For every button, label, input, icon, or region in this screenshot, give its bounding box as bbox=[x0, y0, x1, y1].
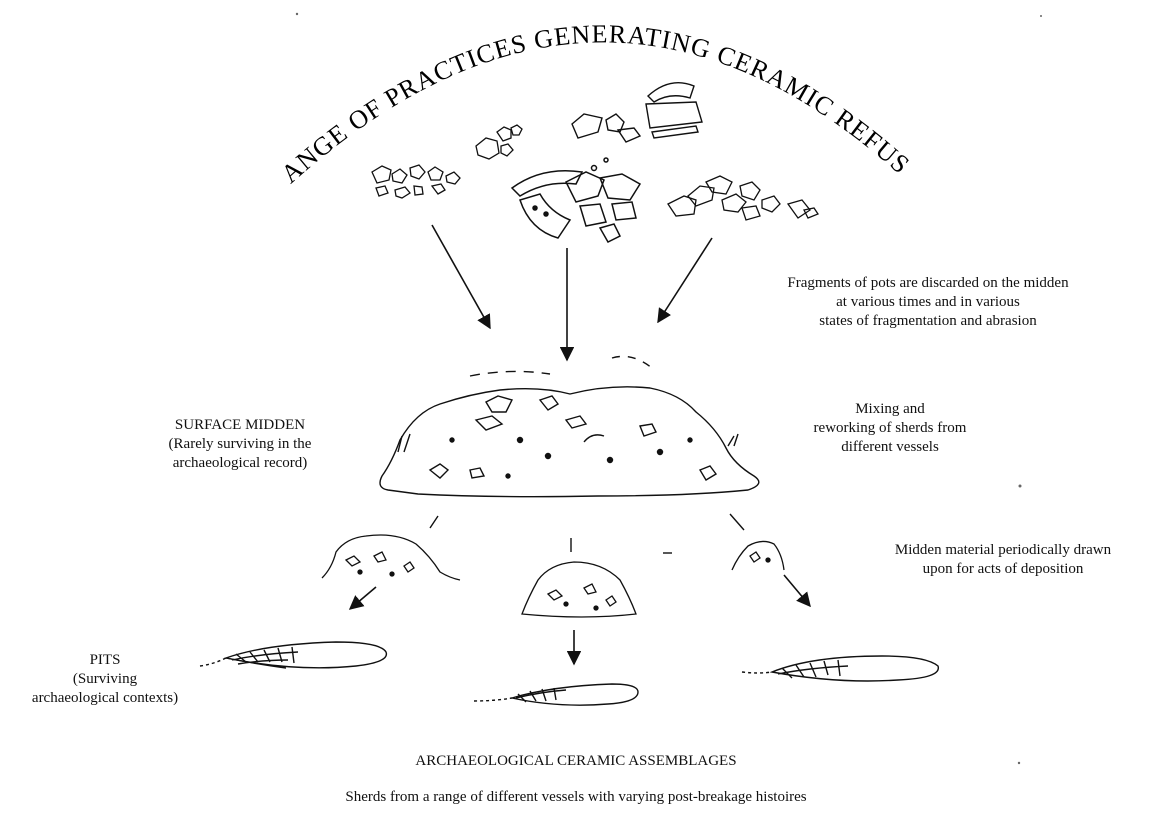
assemblages-heading-text: ARCHAEOLOGICAL CERAMIC ASSEMBLAGES bbox=[415, 753, 737, 769]
pits-note-2: archaeological contexts) bbox=[31, 690, 179, 706]
drawn-upon-line-2: upon for acts of deposition bbox=[922, 561, 1084, 577]
sherds-note: Sherds from a range of different vessels… bbox=[276, 788, 876, 807]
surface-midden-note-2: archaeological record) bbox=[172, 455, 308, 471]
sherds-note-text: Sherds from a range of different vessels… bbox=[345, 789, 807, 805]
drawn-upon-line-1: Midden material periodically drawn bbox=[894, 542, 1112, 558]
discard-note-line-3: states of fragmentation and abrasion bbox=[819, 313, 1037, 329]
arrow-right-to-midden bbox=[657, 237, 713, 324]
dash-left bbox=[429, 515, 439, 529]
sherd-group-right bbox=[667, 175, 819, 221]
discard-note-line-2: at various times and in various bbox=[836, 294, 1020, 310]
small-mound-left bbox=[321, 534, 461, 581]
surface-midden-title: SURFACE MIDDEN bbox=[174, 417, 306, 433]
small-mound-right bbox=[731, 540, 785, 571]
drawn-upon-note: Midden material periodically drawn upon … bbox=[858, 541, 1148, 579]
pits-label: PITS (Surviving archaeological contexts) bbox=[5, 651, 205, 708]
discard-note-line-1: Fragments of pots are discarded on the m… bbox=[787, 275, 1069, 291]
surface-midden-mound bbox=[379, 355, 760, 498]
arrow-left-to-midden bbox=[431, 224, 491, 330]
pits-note-1: (Surviving bbox=[72, 671, 138, 687]
diagram-title: RANGE OF PRACTICES GENERATING CERAMIC RE… bbox=[0, 0, 916, 189]
surface-midden-label: SURFACE MIDDEN (Rarely surviving in the … bbox=[118, 416, 362, 473]
small-mound-centre bbox=[521, 561, 637, 618]
pit-left bbox=[199, 641, 388, 669]
mixing-note-line-3: different vessels bbox=[841, 439, 939, 455]
dash-right bbox=[729, 513, 745, 531]
mixing-note: Mixing and reworking of sherds from diff… bbox=[800, 400, 980, 457]
pit-right bbox=[741, 655, 939, 682]
surface-midden-note-1: (Rarely surviving in the bbox=[168, 436, 312, 452]
sherd-group-left bbox=[371, 164, 461, 199]
assemblages-heading: ARCHAEOLOGICAL CERAMIC ASSEMBLAGES bbox=[376, 752, 776, 771]
pot-fragment-top bbox=[571, 82, 703, 143]
discard-note: Fragments of pots are discarded on the m… bbox=[728, 274, 1128, 331]
mixing-note-line-1: Mixing and bbox=[855, 401, 925, 417]
pot-fragment-centre bbox=[510, 157, 642, 243]
pits-title: PITS bbox=[89, 652, 121, 668]
arrow-to-pit-left bbox=[348, 586, 377, 610]
arrow-to-pit-right bbox=[783, 574, 811, 608]
pit-centre bbox=[473, 683, 639, 706]
mixing-note-line-2: reworking of sherds from bbox=[813, 420, 967, 436]
sherd-group-small bbox=[475, 124, 523, 160]
